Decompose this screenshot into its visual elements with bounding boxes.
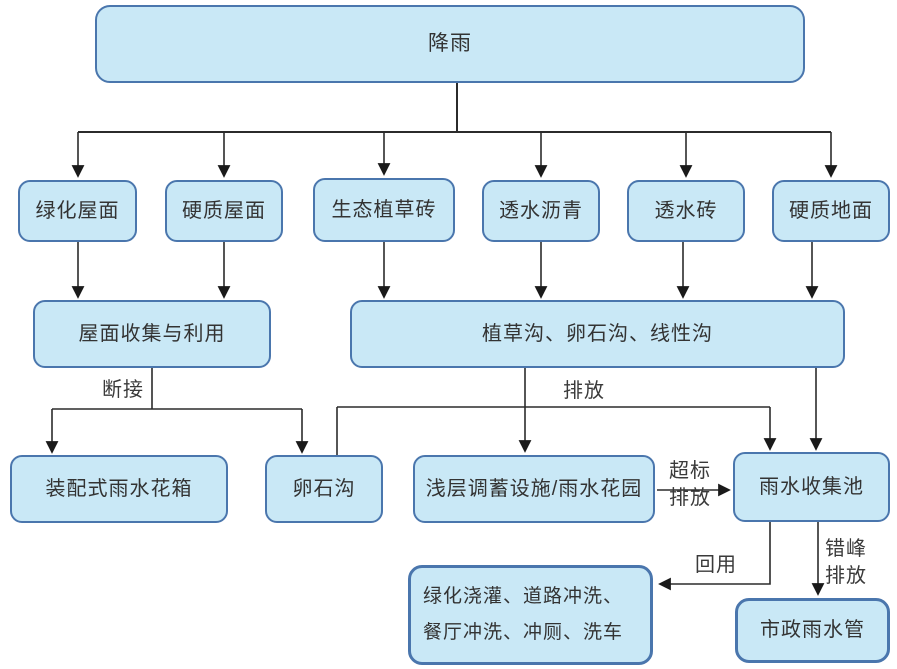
node-green-roof: 绿化屋面 <box>18 180 137 242</box>
edge-label-discharge: 排放 <box>563 380 605 402</box>
node-reuse-purposes: 绿化浇灌、道路冲洗、餐厅冲洗、冲厕、洗车 <box>408 565 653 665</box>
node-reuse-purposes-label: 绿化浇灌、道路冲洗、餐厅冲洗、冲厕、洗车 <box>423 585 624 643</box>
node-swale-channels: 植草沟、卵石沟、线性沟 <box>350 300 845 368</box>
node-collection-pool-label: 雨水收集池 <box>759 475 864 498</box>
node-rainwater-flower-box-label: 装配式雨水花箱 <box>45 477 193 500</box>
node-permeable-brick: 透水砖 <box>627 180 745 242</box>
node-hard-roof: 硬质屋面 <box>165 180 283 242</box>
node-cobble-ditch-label: 卵石沟 <box>292 477 356 500</box>
node-municipal-pipe: 市政雨水管 <box>735 598 890 663</box>
node-permeable-brick-label: 透水砖 <box>654 199 718 222</box>
edge-label-reuse: 回用 <box>695 554 737 576</box>
node-roof-collection-label: 屋面收集与利用 <box>78 322 226 345</box>
node-permeable-asphalt-label: 透水沥青 <box>499 199 583 222</box>
edge-label-disconnect: 断接 <box>102 379 144 401</box>
edge-label-overflow-discharge: 超标 排放 <box>669 460 711 509</box>
edge-pool-to-reuse <box>658 522 771 591</box>
node-eco-grass-brick: 生态植草砖 <box>313 178 455 242</box>
node-hard-ground-label: 硬质地面 <box>789 199 873 222</box>
node-municipal-pipe-label: 市政雨水管 <box>760 619 865 641</box>
node-green-roof-label: 绿化屋面 <box>35 199 120 222</box>
node-rain-label: 降雨 <box>428 31 472 55</box>
node-swale-channels-label: 植草沟、卵石沟、线性沟 <box>482 322 713 345</box>
node-shallow-storage-label: 浅层调蓄设施/雨水花园 <box>425 477 643 500</box>
node-roof-collection: 屋面收集与利用 <box>33 300 271 368</box>
node-hard-ground: 硬质地面 <box>772 180 890 242</box>
node-rain: 降雨 <box>95 5 805 83</box>
edge-label-peak-shift: 错峰 排放 <box>825 538 867 587</box>
node-collection-pool: 雨水收集池 <box>733 452 890 522</box>
node-rainwater-flower-box: 装配式雨水花箱 <box>10 455 228 523</box>
node-cobble-ditch: 卵石沟 <box>265 455 383 523</box>
node-shallow-storage: 浅层调蓄设施/雨水花园 <box>413 455 655 523</box>
node-permeable-asphalt: 透水沥青 <box>482 180 600 242</box>
node-eco-grass-brick-label: 生态植草砖 <box>331 198 437 221</box>
node-hard-roof-label: 硬质屋面 <box>182 199 266 222</box>
